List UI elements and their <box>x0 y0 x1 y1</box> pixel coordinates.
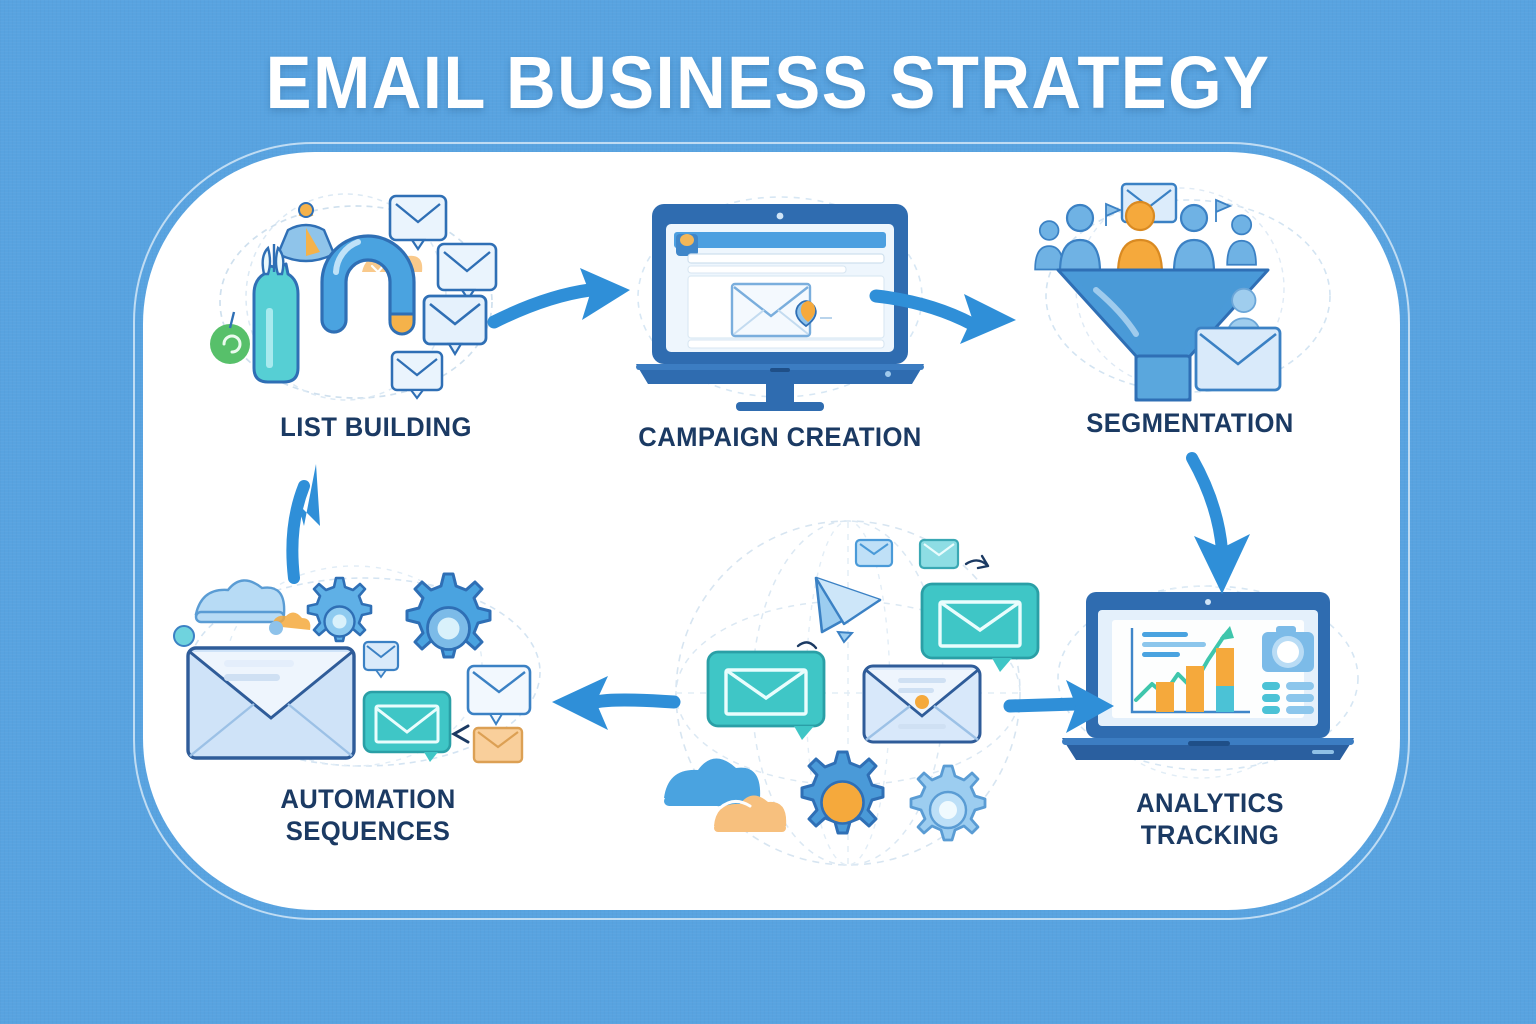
stage-label-segmentation: SEGMENTATION <box>1086 408 1294 438</box>
laptop-analytics-dashboard-icon <box>1057 585 1359 779</box>
magnet-lead-capture-icon <box>210 193 498 401</box>
connector-automation-to-list <box>258 462 348 584</box>
stage-label-list-building: LIST BUILDING <box>280 412 472 442</box>
analytics-tracking-illustration <box>1040 578 1380 788</box>
page-title: EMAIL BUSINESS STRATEGY <box>265 41 1271 124</box>
segmentation-illustration <box>1010 178 1370 408</box>
stage-label-automation-sequences: AUTOMATION SEQUENCES <box>280 784 456 846</box>
connector-segment-to-analytics <box>1168 452 1278 602</box>
stage-segmentation[interactable]: SEGMENTATION <box>1010 178 1370 440</box>
stage-label-analytics-tracking: ANALYTICS TRACKING <box>1136 788 1284 850</box>
center-email-network-cluster <box>648 508 1068 878</box>
list-building-illustration <box>196 182 556 412</box>
desktop-monitor-email-composer-icon <box>636 196 924 411</box>
connector-center-to-analytics <box>1003 672 1118 742</box>
funnel-audience-icon <box>1034 182 1331 402</box>
stage-label-campaign-creation: CAMPAIGN CREATION <box>638 422 922 452</box>
automation-sequences-illustration <box>168 556 568 784</box>
card-outline <box>133 142 1410 920</box>
connector-campaign-to-segment <box>869 272 1022 352</box>
campaign-creation-illustration <box>570 192 990 422</box>
stage-automation-sequences[interactable]: AUTOMATION SEQUENCES <box>168 556 568 848</box>
global-email-network-icon <box>664 520 1040 866</box>
stage-campaign-creation[interactable]: CAMPAIGN CREATION <box>570 192 990 454</box>
stage-analytics-tracking[interactable]: ANALYTICS TRACKING <box>1040 578 1380 852</box>
stage-list-building[interactable]: LIST BUILDING <box>196 182 556 444</box>
connector-list-to-campaign <box>487 268 638 348</box>
connector-center-to-automation <box>546 668 681 738</box>
envelope-gears-automation-icon <box>173 565 541 767</box>
